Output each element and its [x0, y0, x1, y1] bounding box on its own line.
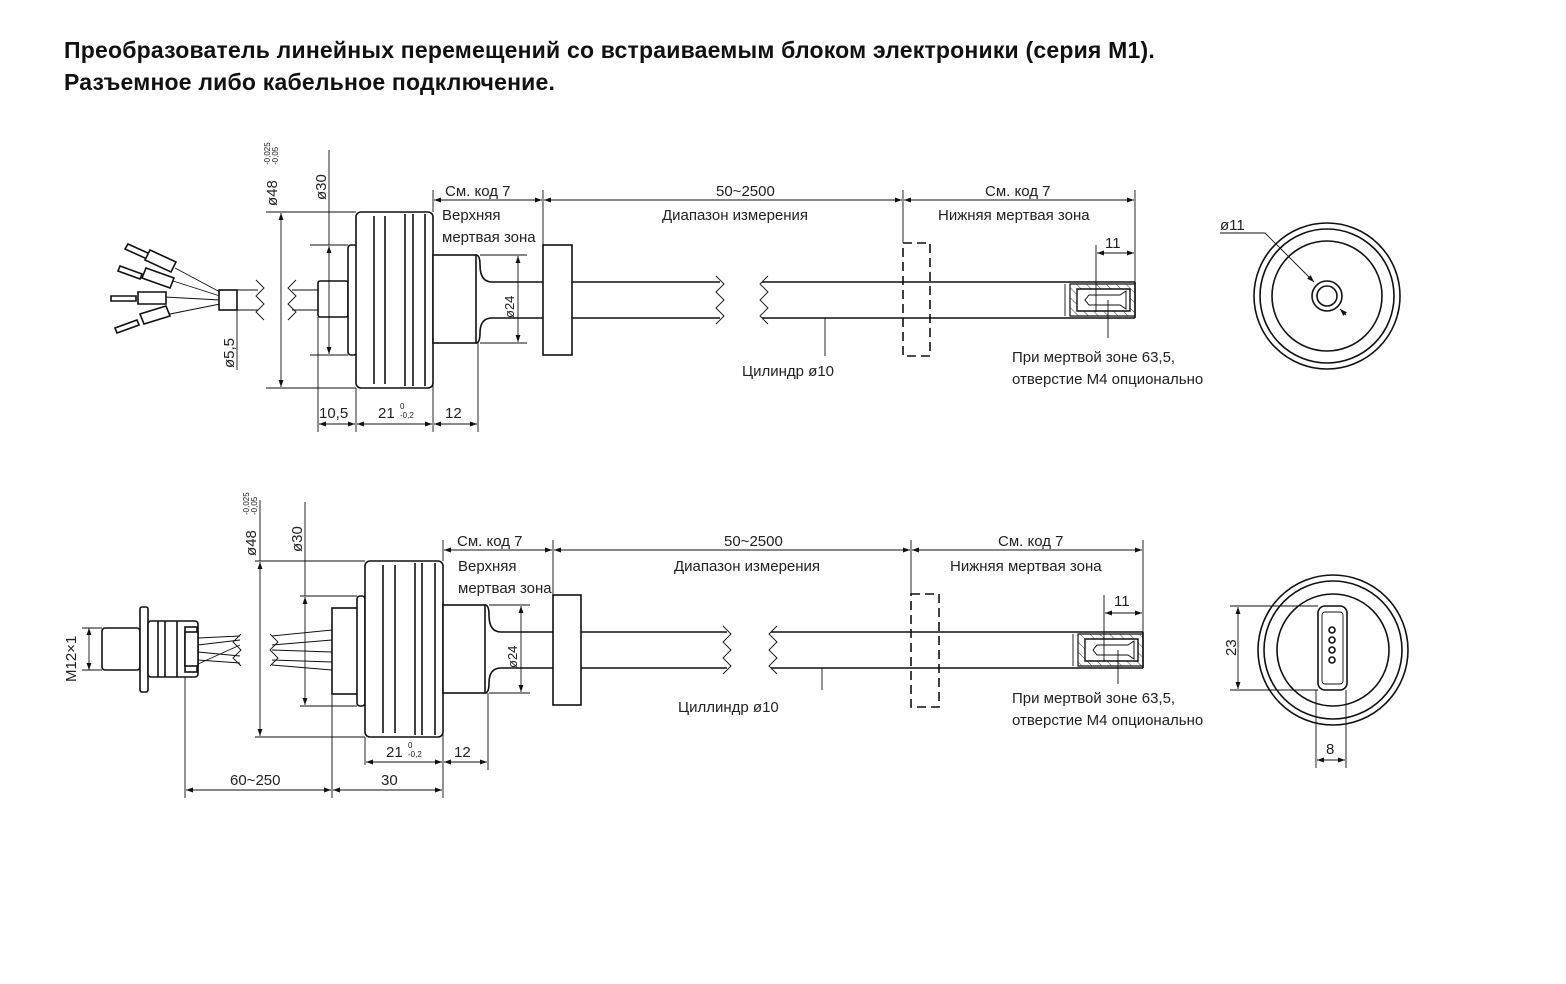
- sensor-head: [317, 211, 493, 389]
- dimension-label: 10,5: [319, 405, 348, 422]
- measuring-rod-2: [501, 593, 1144, 708]
- dimension-label: См. код 7: [457, 533, 523, 550]
- dimensions: ø48 -0,025 -0,05 ø30 ø5,5 ø24 10,5 21 0 …: [221, 142, 1203, 432]
- dimension-label: ø24: [502, 296, 517, 318]
- m12-connector: [101, 606, 333, 693]
- dimension-label: -0,025: [263, 142, 272, 165]
- magnet-float: [542, 244, 573, 356]
- dimension-label: 21: [386, 744, 403, 761]
- dimension-label: 11: [1114, 593, 1130, 610]
- dimension-label: Нижняя мертвая зона: [938, 207, 1090, 224]
- dimension-label: 12: [454, 744, 471, 761]
- dimension-label: ø11: [1220, 217, 1245, 234]
- connector-pins: [1328, 626, 1336, 664]
- dimension-label: 12: [445, 405, 462, 422]
- page-title: Преобразователь линейных перемещений со …: [64, 34, 1155, 98]
- dimension-label: 23: [1223, 639, 1240, 656]
- dimension-label: Верхняя: [442, 207, 501, 224]
- dimension-label: См. код 7: [985, 183, 1051, 200]
- dimension-label: ø24: [505, 646, 520, 668]
- dimension-label: 60~250: [230, 772, 280, 789]
- dimension-label: мертвая зона: [442, 229, 536, 246]
- dimension-label: 30: [381, 772, 398, 789]
- dimension-label: См. код 7: [445, 183, 511, 200]
- dim-dia48: ø48: [264, 180, 281, 206]
- dimension-label: 0: [408, 741, 413, 750]
- dimension-label: Диапазон измерения: [674, 558, 820, 575]
- title-line-2: Разъемное либо кабельное подключение.: [64, 69, 556, 95]
- dimension-label: отверстие M4 опционально: [1012, 712, 1203, 729]
- dimension-label: 8: [1326, 741, 1334, 758]
- dimension-label: Циллиндр ø10: [678, 699, 779, 716]
- dimensions-2: M12×1 ø48 -0,025 -0,05 ø30 ø24 21 0 -0,2…: [63, 492, 1203, 798]
- dimension-label: 21: [378, 405, 395, 422]
- sensor-head-2: [331, 560, 502, 738]
- dimension-label: -0,2: [400, 411, 414, 420]
- dimension-label: При мертвой зоне 63,5,: [1012, 690, 1175, 707]
- dimension-label: ø30: [289, 526, 306, 552]
- dim-dia30: ø30: [313, 174, 330, 200]
- dimension-label: мертвая зона: [458, 580, 552, 597]
- connector-version-drawing: M12×1 ø48 -0,025 -0,05 ø30 ø24 21 0 -0,2…: [63, 492, 1409, 798]
- title-line-1: Преобразователь линейных перемещений со …: [64, 37, 1155, 63]
- dimension-label: См. код 7: [998, 533, 1064, 550]
- dimension-label: Цилиндр ø10: [742, 363, 834, 380]
- wire-ferrules: [110, 242, 318, 335]
- dimension-label: -0,05: [271, 146, 280, 165]
- cable-version-drawing: ø48 -0,025 -0,05 ø30 ø5,5 ø24 10,5 21 0 …: [110, 142, 1401, 432]
- dimension-label: При мертвой зоне 63,5,: [1012, 349, 1175, 366]
- dimension-label: 0: [400, 402, 405, 411]
- end-view-cable: ø11: [1220, 217, 1401, 370]
- float-lower-position: [902, 242, 931, 357]
- measuring-rod: [492, 242, 1136, 357]
- dimension-label: -0,2: [408, 750, 422, 759]
- dimension-label: -0,05: [250, 496, 259, 515]
- dimension-label: 50~2500: [716, 183, 775, 200]
- dimension-label: Диапазон измерения: [662, 207, 808, 224]
- dim-dia5-5: ø5,5: [221, 338, 238, 368]
- dimension-label: 50~2500: [724, 533, 783, 550]
- dimension-label: -0,025: [242, 492, 251, 515]
- dimension-label: Верхняя: [458, 558, 517, 575]
- dimension-label: 11: [1105, 235, 1121, 252]
- end-view-connector: 23 8: [1223, 574, 1409, 768]
- dimension-label: отверстие M4 опционально: [1012, 371, 1203, 388]
- dimension-label: Нижняя мертвая зона: [950, 558, 1102, 575]
- dimension-label: ø48: [243, 530, 260, 556]
- dimension-label: M12×1: [63, 636, 80, 682]
